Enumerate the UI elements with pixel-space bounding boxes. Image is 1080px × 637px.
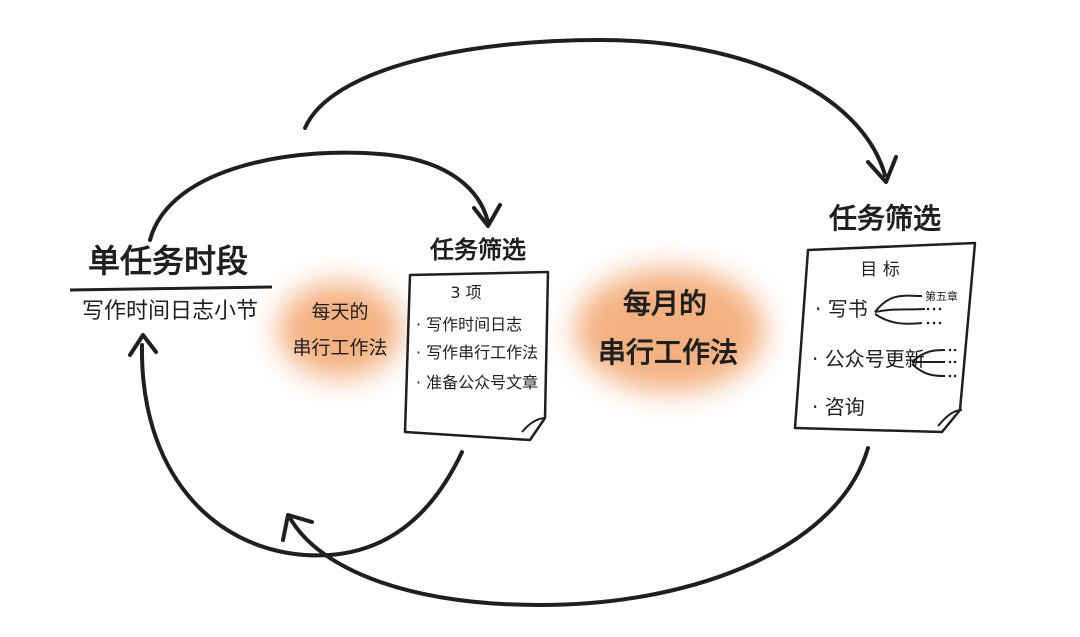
monthly-cycle-top-arrow	[303, 38, 887, 177]
monthly-arrowhead-bottom	[281, 513, 314, 542]
daily-highlight	[278, 282, 402, 378]
daily-label-line1: 每天的	[311, 301, 368, 323]
daily-task-note: 任务筛选 3 项 · 写作时间日志 · 写作串行工作法 · 准备公众号文章	[403, 236, 550, 442]
goal-1-branches	[874, 294, 926, 325]
goal-2-label: · 公众号更新	[812, 347, 925, 371]
daily-label-line2: 串行工作法	[292, 337, 387, 359]
single-task-subtitle: 写作时间日志小节	[82, 299, 258, 324]
goal-1-sub: 第五章	[925, 289, 958, 303]
page-curl-icon	[521, 417, 547, 433]
daily-task-heading: 任务筛选	[429, 236, 526, 264]
monthly-task-note: 任务筛选 目 标 · 写书 第五章 · 公众号更新 · 咨询	[793, 202, 977, 434]
daily-list-title: 3 项	[450, 283, 481, 302]
daily-item-2: · 写作串行工作法	[416, 343, 538, 362]
monthly-list-title: 目 标	[860, 260, 899, 280]
monthly-label: 每月的 串行工作法	[598, 287, 738, 369]
monthly-note-paper	[793, 241, 977, 434]
daily-cycle-bottom-arrow	[139, 343, 464, 558]
daily-arrowhead-bottom	[128, 333, 158, 357]
monthly-label-line2: 串行工作法	[598, 336, 738, 369]
daily-item-1: · 写作时间日志	[416, 315, 522, 334]
single-task-title: 单任务时段	[88, 242, 248, 280]
daily-label: 每天的 串行工作法	[292, 301, 387, 359]
page-curl-icon	[937, 409, 963, 427]
left-node: 单任务时段 写作时间日志小节	[69, 242, 273, 324]
goal-1-label: · 写书	[815, 297, 868, 321]
goal-2-branches	[911, 349, 946, 377]
monthly-task-heading: 任务筛选	[828, 202, 941, 235]
left-node-divider	[69, 285, 273, 292]
monthly-cycle-bottom-arrow	[288, 446, 870, 607]
goal-3-label: · 咨询	[812, 395, 865, 419]
monthly-label-line1: 每月的	[623, 287, 707, 320]
goal-2-dots	[948, 348, 957, 378]
daily-cycle-top-arrow	[148, 150, 490, 242]
monthly-arrowhead-top	[866, 155, 898, 184]
goal-1-dots	[926, 307, 942, 325]
daily-note-paper	[403, 270, 550, 442]
daily-item-3: · 准备公众号文章	[416, 373, 538, 392]
daily-arrowhead-top	[472, 203, 502, 228]
monthly-highlight	[575, 268, 765, 392]
